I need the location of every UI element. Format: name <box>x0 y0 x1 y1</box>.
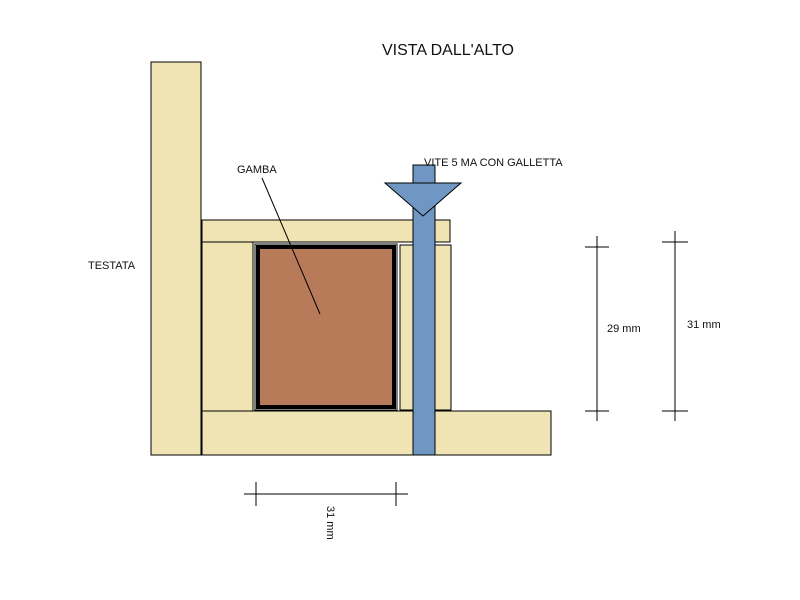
screw-head-icon <box>383 182 463 217</box>
bottom-board <box>201 410 552 456</box>
screw-shaft <box>412 164 436 456</box>
testata-board <box>150 61 202 456</box>
dimension-31mm-horizontal-label: 31 mm <box>324 506 336 540</box>
gamba-leader-line <box>261 177 321 315</box>
vite-label: VITE 5 MA CON GALLETTA <box>424 157 563 169</box>
gamba-leg-core <box>256 245 396 409</box>
diagram-title: VISTA DALL'ALTO <box>382 42 514 59</box>
gamba-label: GAMBA <box>237 164 277 176</box>
dimension-31mm-vertical <box>662 231 688 421</box>
left-block <box>201 241 254 412</box>
dimension-29mm <box>585 236 609 421</box>
dimension-29mm-label: 29 mm <box>607 323 641 335</box>
top-board <box>201 219 451 243</box>
testata-label: TESTATA <box>88 260 136 272</box>
dimension-31mm-horizontal <box>244 482 408 506</box>
dimension-31mm-vertical-label: 31 mm <box>687 319 721 331</box>
